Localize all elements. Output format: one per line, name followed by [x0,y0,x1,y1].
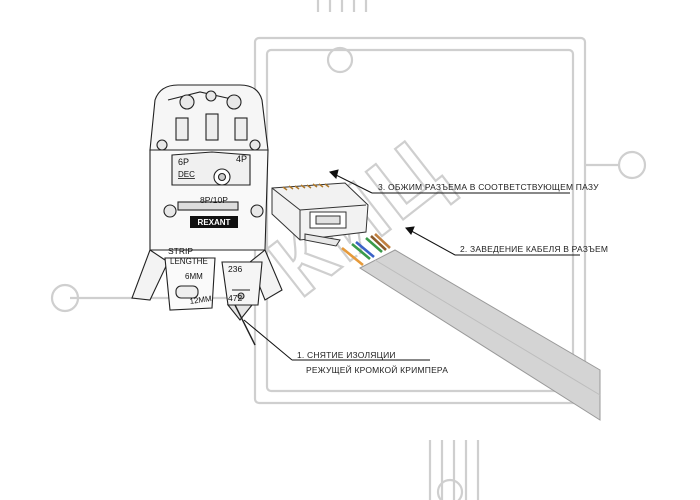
arrow-step2 [405,227,456,256]
label-236: 236 [228,264,242,274]
label-strip: STRIP [168,246,193,256]
label-12mm: 12MM [189,294,213,306]
crimp-tool [131,84,283,346]
label-8p10p: 8P/10P [200,195,228,205]
callout-step2: 2. ЗАВЕДЕНИЕ КАБЕЛЯ В РАЗЪЕМ [460,244,608,254]
leader-lines [243,169,580,361]
callout-step1-line2: РЕЖУЩЕЙ КРОМКОЙ КРИМПЕРА [306,364,448,375]
network-cable [341,233,601,421]
rj45-connector [271,182,369,247]
label-dec: DEC [178,170,195,179]
label-4p: 4P [236,154,247,164]
brand-plate [190,216,238,228]
connector-pins [282,183,330,191]
callout-step1-line1: 1. СНЯТИЕ ИЗОЛЯЦИИ [297,350,396,360]
label-length: LENGTHE [170,257,208,266]
arrow-step1 [243,319,293,361]
callout-step3: 3. ОБЖИМ РАЗЪЕМА В СООТВЕТСТВУЮЩЕМ ПАЗУ [378,182,599,192]
cable-wires [341,233,391,267]
brand-logo: REXANT [198,218,231,227]
label-6p: 6P [178,157,189,167]
label-472: 472 [228,293,242,303]
label-6mm: 6MM [185,272,203,281]
